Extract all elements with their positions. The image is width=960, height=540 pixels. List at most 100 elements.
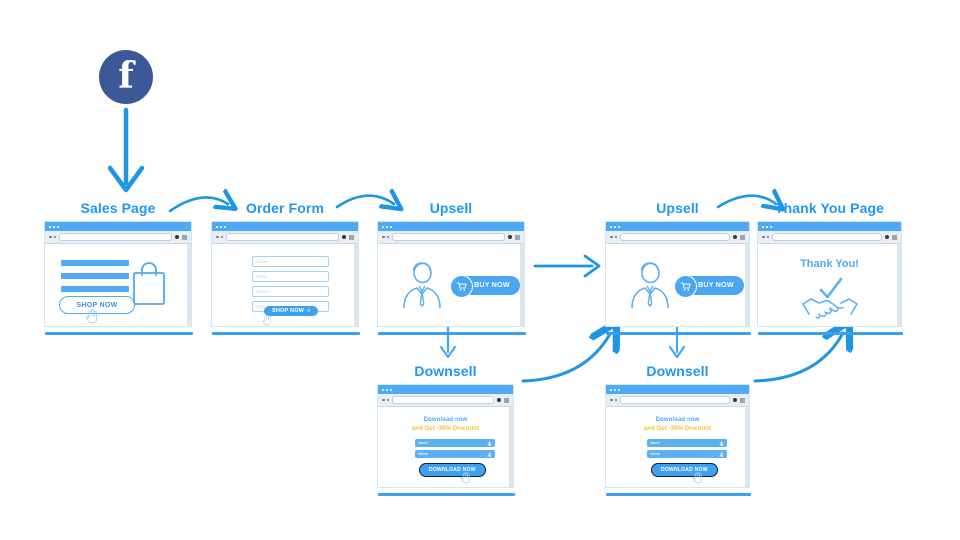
browser-toolbar[interactable]	[378, 394, 513, 407]
scrollbar[interactable]	[520, 244, 524, 326]
settings-dot-icon[interactable]	[342, 235, 346, 239]
settings-dot-icon[interactable]	[885, 235, 889, 239]
text-line	[61, 273, 129, 279]
download-now-button[interactable]: DOWNLOAD NOW	[419, 463, 486, 477]
phone-field[interactable]: phone	[252, 286, 329, 297]
shop-now-button[interactable]: SHOP NOW »	[264, 306, 319, 316]
browser-toolbar[interactable]	[758, 231, 901, 244]
menu-icon[interactable]	[182, 234, 187, 240]
url-bar[interactable]	[392, 233, 505, 241]
base-bar	[606, 332, 751, 335]
url-bar[interactable]	[59, 233, 172, 241]
facebook-icon: f	[99, 50, 153, 104]
email-field[interactable]: email	[252, 271, 329, 282]
downsell-headline: Download now	[423, 417, 468, 423]
settings-dot-icon[interactable]	[175, 235, 179, 239]
scrollbar[interactable]	[354, 244, 358, 326]
base-bar	[606, 493, 751, 496]
menu-icon[interactable]	[349, 234, 354, 240]
shop-now-label: SHOP NOW	[272, 308, 305, 314]
nav-dots-icon[interactable]	[382, 398, 389, 402]
nav-dots-icon[interactable]	[49, 235, 56, 239]
browser-toolbar[interactable]	[45, 231, 191, 244]
browser-toolbar[interactable]	[378, 231, 524, 244]
window-dot	[390, 225, 392, 228]
window-dot	[49, 225, 51, 228]
menu-icon[interactable]	[740, 234, 745, 240]
menu-icon[interactable]	[740, 397, 745, 403]
node-upsell-2: Upsell	[605, 200, 751, 335]
downsell-subheadline: and Get -30% Discount	[411, 426, 480, 432]
hand-cursor-icon	[692, 472, 702, 484]
url-bar[interactable]	[620, 396, 730, 404]
url-bar[interactable]	[620, 233, 730, 241]
thank-you-browser: Thank You!	[757, 221, 903, 335]
email-field-label: email	[256, 274, 267, 279]
buy-now-button[interactable]: BUY NOW	[450, 275, 520, 298]
window-dot	[390, 388, 392, 391]
browser-toolbar[interactable]	[606, 231, 749, 244]
order-form-title: Order Form	[245, 200, 324, 216]
url-bar[interactable]	[226, 233, 339, 241]
scrollbar[interactable]	[745, 407, 749, 487]
nav-dots-icon[interactable]	[610, 398, 617, 402]
base-bar	[212, 332, 360, 335]
name-field[interactable]: Name	[647, 439, 727, 447]
nav-dots-icon[interactable]	[382, 235, 389, 239]
window-dot	[386, 225, 388, 228]
name-field[interactable]: name	[252, 256, 329, 267]
menu-icon[interactable]	[504, 397, 509, 403]
url-bar[interactable]	[772, 233, 882, 241]
sales-page-browser: SHOP NOW	[44, 221, 193, 335]
scrollbar[interactable]	[745, 244, 749, 326]
settings-dot-icon[interactable]	[733, 235, 737, 239]
settings-dot-icon[interactable]	[497, 398, 501, 402]
node-downsell-2: Downsell Download now and Get -30% Disco…	[605, 363, 751, 496]
person-icon	[403, 262, 441, 309]
download-now-button[interactable]: DOWNLOAD NOW	[651, 463, 718, 477]
window-dot	[382, 225, 384, 228]
settings-dot-icon[interactable]	[733, 398, 737, 402]
window-dot	[618, 225, 620, 228]
browser-toolbar[interactable]	[606, 394, 749, 407]
node-thank-you-page: Thank You Page Thank You!	[757, 200, 903, 335]
name-field[interactable]: Name	[647, 450, 727, 458]
browser-toolbar[interactable]	[212, 231, 358, 244]
nav-dots-icon[interactable]	[610, 235, 617, 239]
thank-you-page-title: Thank You Page	[774, 200, 885, 216]
person-field-icon	[487, 440, 492, 446]
downsell-subheadline: and Get -30% Discount	[643, 426, 712, 432]
scrollbar[interactable]	[509, 407, 513, 487]
text-line	[61, 260, 129, 266]
person-field-icon	[719, 451, 724, 457]
download-now-label: DOWNLOAD NOW	[661, 467, 708, 473]
menu-icon[interactable]	[892, 234, 897, 240]
window-dot	[57, 225, 59, 228]
nav-dots-icon[interactable]	[762, 235, 769, 239]
url-bar[interactable]	[392, 396, 494, 404]
upsell-1-content: BUY NOW	[378, 244, 524, 326]
menu-icon[interactable]	[515, 234, 520, 240]
window-dot	[614, 388, 616, 391]
nav-dots-icon[interactable]	[216, 235, 223, 239]
person-icon	[631, 262, 669, 309]
window-dot	[386, 388, 388, 391]
sales-page-content: SHOP NOW	[45, 244, 191, 326]
downsell-2-content: Download now and Get -30% Discount Name …	[606, 407, 749, 487]
name-field[interactable]: Name	[415, 439, 495, 447]
buy-now-button[interactable]: BUY NOW	[674, 275, 744, 298]
scrollbar[interactable]	[897, 244, 901, 326]
window-dot	[53, 225, 55, 228]
settings-dot-icon[interactable]	[508, 235, 512, 239]
headline-lines	[61, 260, 129, 292]
window-dot	[610, 225, 612, 228]
name-field-label: name	[256, 259, 268, 264]
upsell-2-content: BUY NOW	[606, 244, 749, 326]
name-field[interactable]: Name	[415, 450, 495, 458]
name-field-label: Name	[650, 441, 660, 445]
sales-page-title: Sales Page	[80, 200, 156, 216]
scrollbar[interactable]	[187, 244, 191, 326]
hand-cursor-icon	[262, 315, 271, 326]
connector-facebook-to-sales-page	[107, 107, 145, 193]
